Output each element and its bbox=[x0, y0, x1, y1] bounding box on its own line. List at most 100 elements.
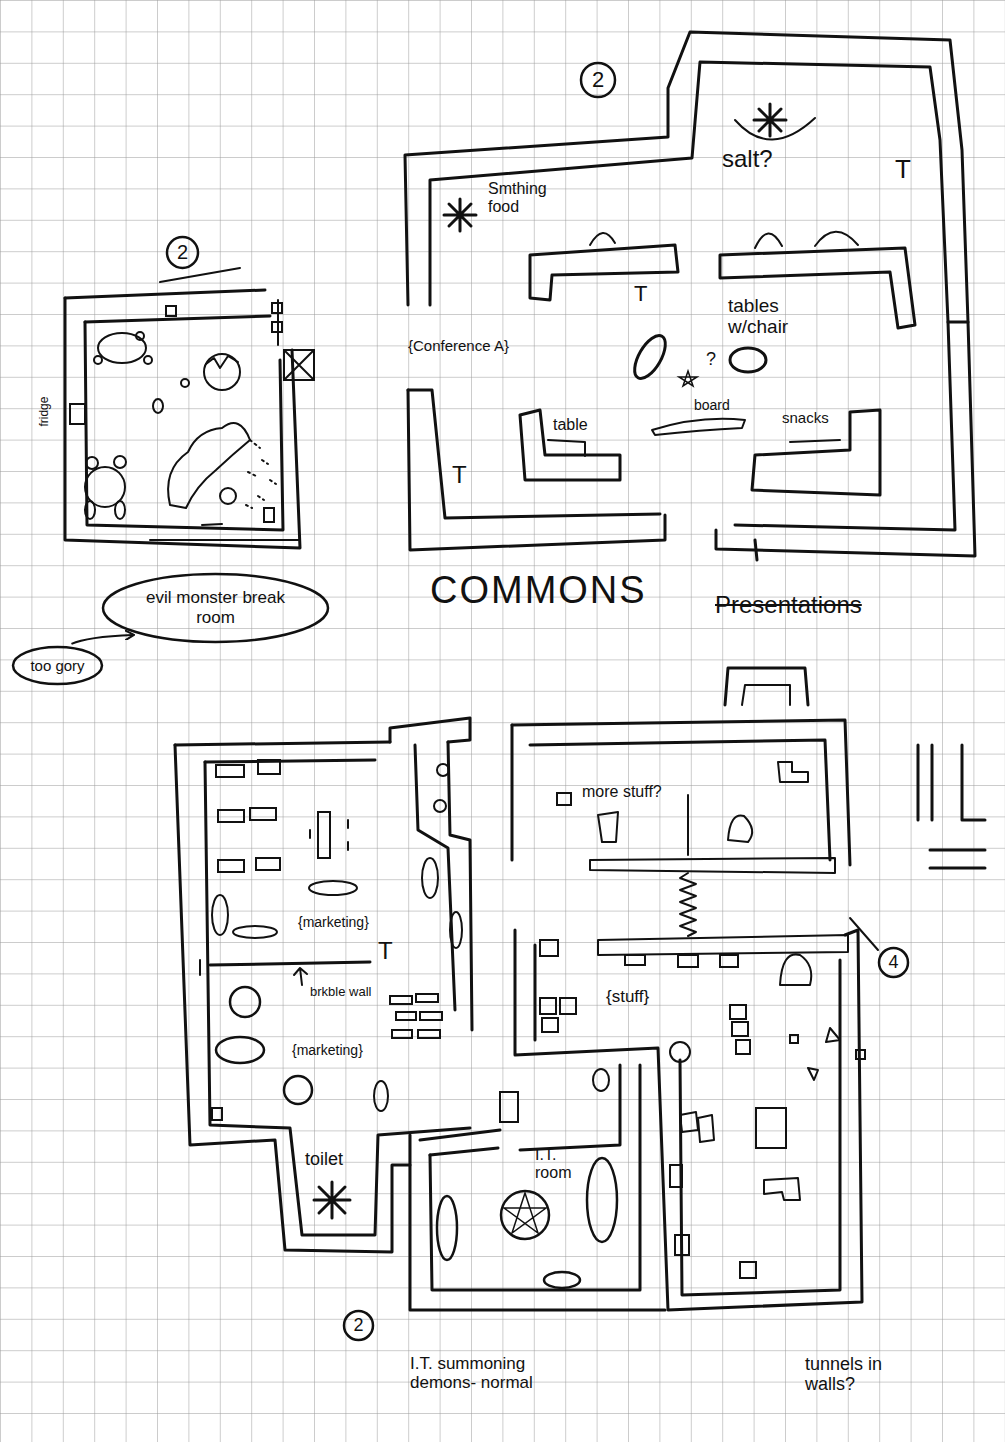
monster-drawings bbox=[115, 501, 125, 519]
break-room-walls bbox=[166, 306, 176, 316]
furniture-label: fridge bbox=[38, 397, 51, 427]
office-furniture bbox=[396, 1012, 416, 1020]
monster-drawings bbox=[86, 457, 98, 469]
commons-walls bbox=[755, 540, 757, 560]
monster-drawings bbox=[202, 524, 222, 525]
monster-drawings bbox=[204, 354, 240, 390]
node-outline bbox=[13, 647, 102, 684]
node-text: too gory bbox=[30, 657, 84, 674]
office-walls bbox=[534, 945, 537, 1040]
office-furniture bbox=[250, 808, 276, 820]
office-furniture bbox=[418, 1030, 440, 1038]
table-mark: T bbox=[895, 155, 911, 184]
note-bubble: too gory bbox=[11, 645, 104, 686]
monster-drawings bbox=[144, 356, 152, 364]
office-furniture bbox=[593, 1069, 609, 1091]
node-outline bbox=[581, 63, 615, 97]
commons-furniture bbox=[790, 440, 840, 442]
node-outline bbox=[103, 574, 328, 642]
room-label: {marketing} bbox=[298, 915, 369, 930]
commons-furniture bbox=[815, 232, 858, 246]
furniture-label: snacks bbox=[782, 410, 829, 427]
office-walls bbox=[420, 1130, 500, 1140]
office-furniture bbox=[756, 1108, 786, 1148]
monster-drawings bbox=[85, 332, 276, 525]
room-label: {Conference A} bbox=[408, 338, 509, 355]
office-furniture bbox=[218, 860, 244, 872]
office-furniture bbox=[216, 765, 244, 777]
office-walls bbox=[918, 745, 985, 868]
monster-drawings bbox=[206, 356, 238, 368]
office-furniture bbox=[422, 858, 438, 898]
pointer-arrow bbox=[71, 635, 133, 644]
office-furniture bbox=[764, 1178, 800, 1200]
office-walls bbox=[175, 668, 985, 1310]
monster-drawings bbox=[181, 379, 189, 387]
commons-furniture bbox=[752, 410, 880, 495]
office-walls bbox=[850, 918, 878, 950]
office-furniture bbox=[587, 1158, 617, 1242]
office-furniture bbox=[790, 1035, 798, 1043]
monster-drawings bbox=[168, 423, 250, 508]
office-furniture bbox=[544, 1272, 580, 1288]
office-furniture bbox=[728, 816, 752, 843]
office-furniture bbox=[736, 1040, 750, 1054]
office-furniture bbox=[500, 1092, 518, 1122]
monster-drawings bbox=[136, 332, 144, 340]
office-walls bbox=[530, 740, 830, 860]
node-text: 2 bbox=[177, 241, 188, 264]
office-walls bbox=[742, 685, 790, 705]
room-name-bubble: evil monster break room bbox=[101, 572, 330, 644]
office-walls bbox=[199, 960, 201, 975]
office-furniture bbox=[540, 940, 558, 956]
break-room-walls bbox=[85, 316, 270, 322]
office-furniture bbox=[732, 1022, 748, 1036]
office-walls bbox=[430, 1065, 640, 1290]
office-walls bbox=[512, 720, 850, 865]
office-furniture bbox=[678, 955, 698, 967]
node-text: 2 bbox=[353, 1315, 363, 1336]
commons-furniture bbox=[444, 104, 915, 495]
node-text: 4 bbox=[888, 952, 898, 973]
room-label: I.T. room bbox=[535, 1146, 585, 1181]
commons-furniture bbox=[735, 118, 815, 140]
office-furniture bbox=[808, 1068, 818, 1080]
callout-number: 2 bbox=[165, 235, 200, 270]
room-label: {marketing} bbox=[292, 1043, 363, 1058]
office-furniture bbox=[540, 998, 556, 1014]
office-walls bbox=[680, 873, 696, 936]
map-note: tunnels in walls? bbox=[805, 1355, 885, 1395]
commons-furniture bbox=[679, 371, 697, 386]
office-furniture bbox=[314, 1182, 350, 1218]
area-title: Presentations bbox=[715, 592, 862, 618]
office-furniture bbox=[318, 812, 330, 858]
monster-drawings bbox=[94, 356, 102, 364]
callout-number: 2 bbox=[342, 1309, 375, 1342]
office-furniture bbox=[434, 800, 446, 812]
room-note: more stuff? bbox=[582, 783, 662, 801]
map-note: I.T. summoning demons- normal bbox=[410, 1355, 575, 1392]
callout-number: 2 bbox=[579, 61, 617, 99]
office-furniture bbox=[680, 1112, 714, 1142]
office-furniture bbox=[437, 764, 449, 776]
commons-furniture bbox=[530, 245, 678, 300]
break-room-walls bbox=[65, 290, 265, 298]
office-furniture bbox=[416, 994, 438, 1002]
office-furniture bbox=[437, 1196, 457, 1260]
room-note: ? bbox=[706, 350, 716, 370]
office-furniture bbox=[730, 1005, 746, 1019]
monster-drawings bbox=[264, 508, 274, 522]
commons-furniture bbox=[520, 410, 620, 480]
commons-walls bbox=[405, 32, 975, 556]
commons-furniture bbox=[730, 348, 766, 372]
office-furniture bbox=[310, 820, 348, 850]
office-walls bbox=[390, 718, 470, 742]
node-outline bbox=[167, 237, 198, 268]
break-room-walls bbox=[65, 298, 300, 548]
office-furniture bbox=[390, 996, 412, 1004]
break-room-walls bbox=[272, 303, 282, 313]
break-room-walls bbox=[70, 404, 85, 424]
office-walls bbox=[725, 668, 808, 705]
office-walls bbox=[294, 968, 307, 985]
